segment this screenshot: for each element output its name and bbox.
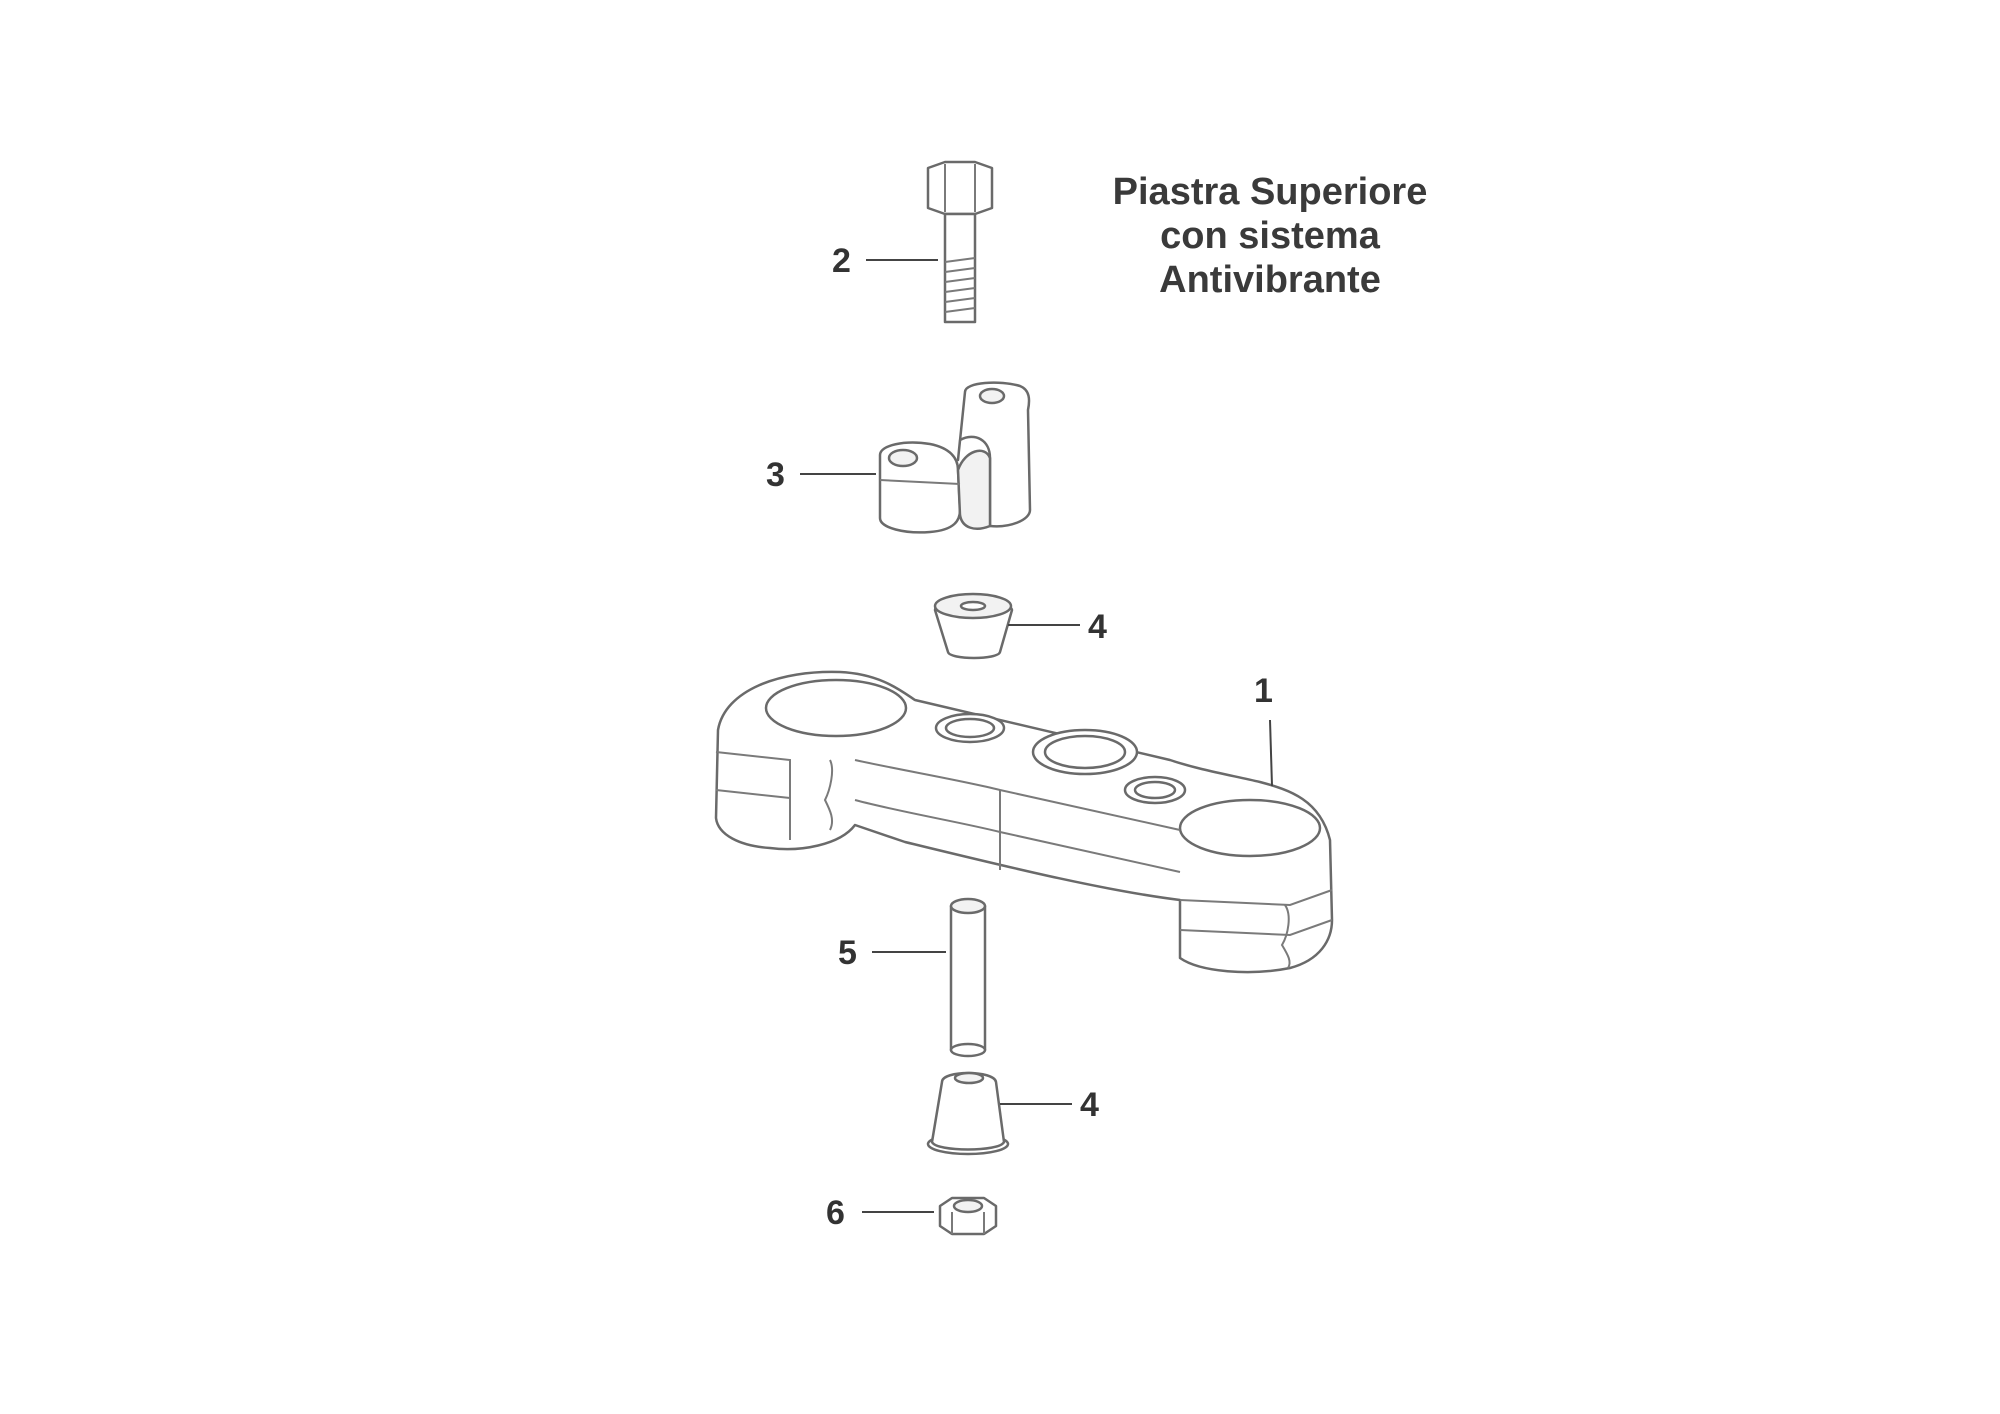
- title-line-3: Antivibrante: [1159, 259, 1381, 301]
- callout-5: 5: [838, 934, 857, 972]
- upper-bushing-part: [933, 592, 1014, 660]
- callout-4-upper: 4: [1088, 608, 1107, 646]
- bolt-part: [926, 160, 994, 324]
- title-line-2: con sistema: [1160, 215, 1380, 257]
- lower-bushing-part: [926, 1071, 1010, 1156]
- callout-1: 1: [1254, 672, 1273, 710]
- callout-1-leader: [1269, 719, 1273, 787]
- spacer-tube-part: [949, 897, 987, 1058]
- callout-6: 6: [826, 1194, 845, 1232]
- handlebar-clamp-part: [878, 381, 1032, 534]
- callout-3: 3: [766, 456, 785, 494]
- diagram-title: Piastra Superiore con sistema Antivibran…: [1060, 170, 1480, 302]
- nut-part: [938, 1196, 998, 1236]
- title-line-1: Piastra Superiore: [1112, 171, 1428, 213]
- triple-clamp-plate-part: [714, 670, 1334, 974]
- callout-2: 2: [832, 242, 851, 280]
- callout-4-lower: 4: [1080, 1086, 1099, 1124]
